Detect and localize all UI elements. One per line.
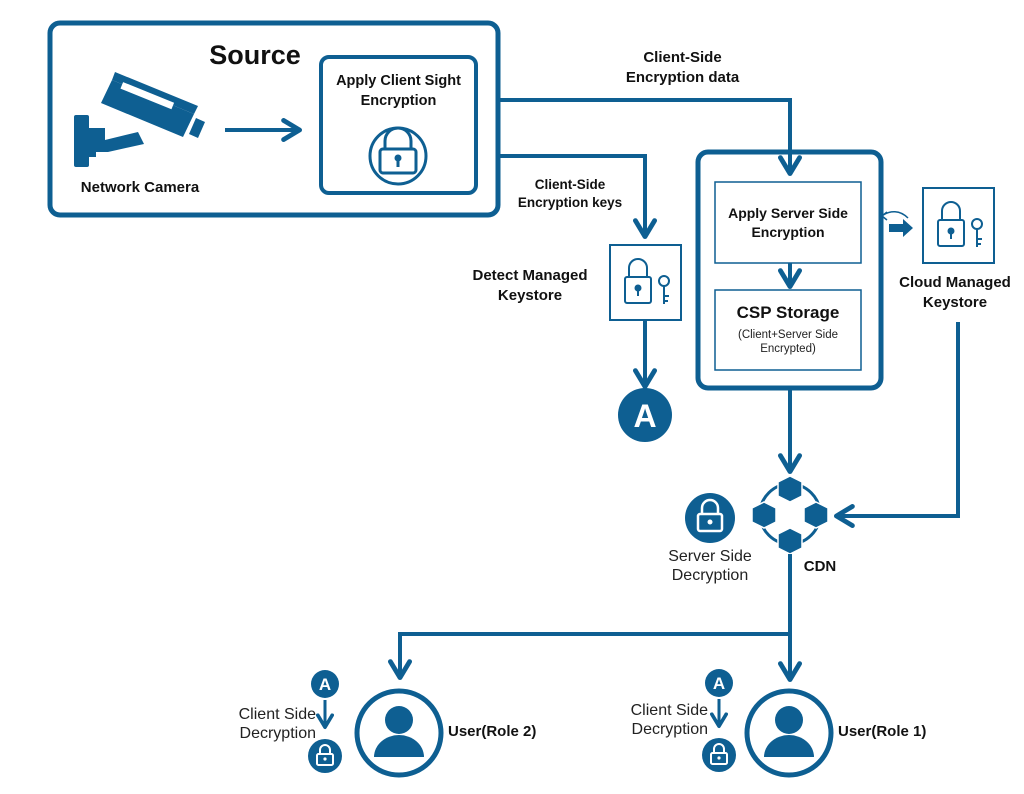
client-keys-line1: Client-Side [534,177,606,192]
cloud-keystore-box [922,187,995,264]
client-encryption-box [319,55,478,195]
source-container [47,20,501,218]
padlock-key-icon [624,258,670,304]
connector-a-badge [618,388,672,442]
network-camera-icon [74,72,205,167]
server-decryption-line2: Decryption [671,567,749,585]
csp-storage-box [714,289,862,371]
client-data-flow-label: Client-Side Encryption data [600,48,765,89]
client-encryption-line2: Encryption [360,92,437,109]
connector-a-label: A [713,674,725,693]
user-role-2-label: User(Role 2) [448,723,537,740]
connector-a-label: A [319,675,331,694]
server-decryption-line1: Server Side [668,548,752,565]
csp-storage-title: CSP Storage [736,303,840,322]
client-keys-line2: Encryption keys [517,195,623,211]
network-cubes-icon [751,475,829,555]
server-encryption-label: Apply Server Side Encryption [716,204,860,242]
user-role-2-avatar [354,688,444,778]
csp-storage-sub1: (Client+Server Side [737,329,839,341]
network-camera-label: Network Camera [80,179,200,196]
client-encryption-line1: Apply Client Sight [336,73,461,89]
cloud-keystore-line2: Keystore [922,294,988,312]
detect-keystore-box [609,244,682,321]
cdn-to-users-line [388,554,792,681]
cloud-keystore-to-cdn-line [833,322,960,528]
key-exchange-return-arrow [881,211,909,221]
server-encryption-line1: Apply Server Side [728,205,848,221]
key-exchange-arrow [889,219,913,237]
cdn-label: CDN [803,558,837,575]
server-decryption-label: Server Side Decryption [648,547,772,585]
client-encryption-label: Apply Client Sight Encryption [323,72,474,111]
server-encryption-line2: Encryption [751,223,825,240]
connector-a-label: A [633,398,656,434]
padlock-key-icon [937,201,983,247]
csp-storage-sub2: Encrypted) [760,342,816,355]
padlock-icon [368,126,428,186]
user-2-decryption-line1: Client Side [238,706,316,723]
user-1-decryption-line2: Decryption [631,721,708,739]
detect-keystore-line1: Detect Managed [472,267,588,284]
detect-keystore-line2: Keystore [497,287,563,305]
user-role-1-avatar [744,688,834,778]
cloud-keystore-label: Cloud Managed Keystore [880,273,1024,314]
user-1-decryption-group [702,669,736,772]
user-1-decryption-label: Client Side Decryption [590,701,708,739]
user-1-decryption-line1: Client Side [630,702,708,719]
client-keys-flow-label: Client-Side Encryption keys [500,176,640,212]
client-data-line1: Client-Side [643,49,722,66]
user-2-decryption-label: Client Side Decryption [200,705,316,743]
client-data-line2: Encryption data [625,69,740,87]
user-role-1-label: User(Role 1) [838,723,927,740]
user-2-decryption-line2: Decryption [239,725,316,743]
connector-a-badge [705,669,733,697]
client-keys-flow-line [498,154,657,240]
server-decryption-padlock-icon [685,493,735,543]
connector-a-badge [311,670,339,698]
client-data-flow-line [498,98,802,177]
server-encryption-box [714,181,862,264]
user-2-decryption-group [308,670,342,773]
detect-keystore-label: Detect Managed Keystore [455,266,605,307]
csp-storage-subtitle: (Client+Server Side Encrypted) [716,329,860,357]
source-title: Source [209,40,301,70]
cloud-keystore-line1: Cloud Managed [899,274,1011,291]
